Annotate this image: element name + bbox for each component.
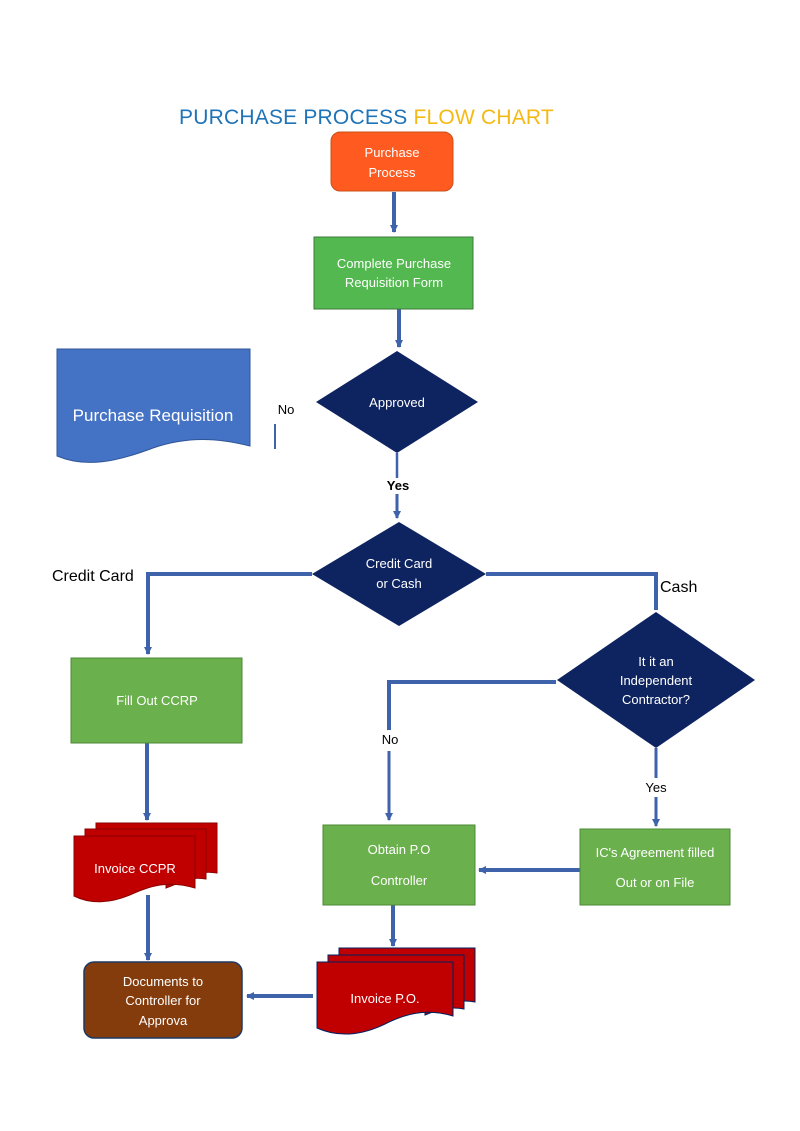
invoice-ccpr-label: Invoice CCPR [94, 861, 176, 876]
approved-decision: Approved [316, 351, 478, 453]
label-cash: Cash [660, 579, 697, 596]
credit-or-cash-label-1: Credit Card [366, 556, 432, 571]
complete-form-label-1: Complete Purchase [337, 256, 451, 271]
contractor-label-3: Contractor? [622, 692, 690, 707]
independent-contractor-decision: It it an Independent Contractor? [557, 612, 755, 748]
credit-or-cash-label-2: or Cash [376, 576, 422, 591]
documents-label-2: Controller for [125, 993, 201, 1008]
obtain-po-node: Obtain P.O Controller [322, 824, 476, 906]
arrow-contractor-no [387, 680, 556, 730]
credit-or-cash-decision: Credit Card or Cash [312, 522, 486, 626]
obtain-po-label-2: Controller [371, 873, 428, 888]
purchase-requisition-document: Purchase Requisition [56, 348, 251, 463]
contractor-label-2: Independent [620, 673, 693, 688]
documents-controller-node: Documents to Controller for Approva [83, 961, 243, 1039]
label-credit-card: Credit Card [52, 568, 134, 585]
arrow-to-fill-ccrp [144, 572, 312, 655]
label-contractor-no: No [382, 732, 399, 747]
connectors [143, 192, 660, 1000]
approved-label: Approved [369, 395, 425, 410]
ic-agreement-node: IC's Agreement filled Out or on File [579, 828, 731, 906]
label-contractor-yes: Yes [645, 780, 667, 795]
ic-agreement-label-2: Out or on File [616, 875, 695, 890]
label-approved-yes: Yes [387, 478, 409, 493]
start-node: Purchase Process [330, 131, 454, 192]
title-part-2: FLOW CHART [413, 106, 554, 129]
documents-label-1: Documents to [123, 974, 203, 989]
invoice-po-documents: Invoice P.O. [316, 947, 476, 1035]
invoice-po-label: Invoice P.O. [350, 991, 419, 1006]
chart-title: PURCHASE PROCESS FLOW CHART [0, 106, 733, 130]
line-to-cash [486, 572, 658, 610]
label-approved-no: No [278, 402, 295, 417]
invoice-ccpr-documents: Invoice CCPR [73, 822, 218, 903]
complete-form-label-2: Requisition Form [345, 275, 443, 290]
start-node-label-1: Purchase [365, 145, 420, 160]
fill-ccrp-label: Fill Out CCRP [116, 693, 198, 708]
title-part-1: PURCHASE PROCESS [179, 106, 408, 129]
documents-label-3: Approva [139, 1013, 188, 1028]
complete-form-node: Complete Purchase Requisition Form [313, 236, 474, 310]
purchase-requisition-label: Purchase Requisition [73, 406, 234, 425]
obtain-po-label-1: Obtain P.O [368, 842, 431, 857]
contractor-label-1: It it an [638, 654, 673, 669]
start-node-label-2: Process [369, 165, 416, 180]
fill-ccrp-node: Fill Out CCRP [70, 657, 243, 744]
ic-agreement-label-1: IC's Agreement filled [596, 845, 715, 860]
